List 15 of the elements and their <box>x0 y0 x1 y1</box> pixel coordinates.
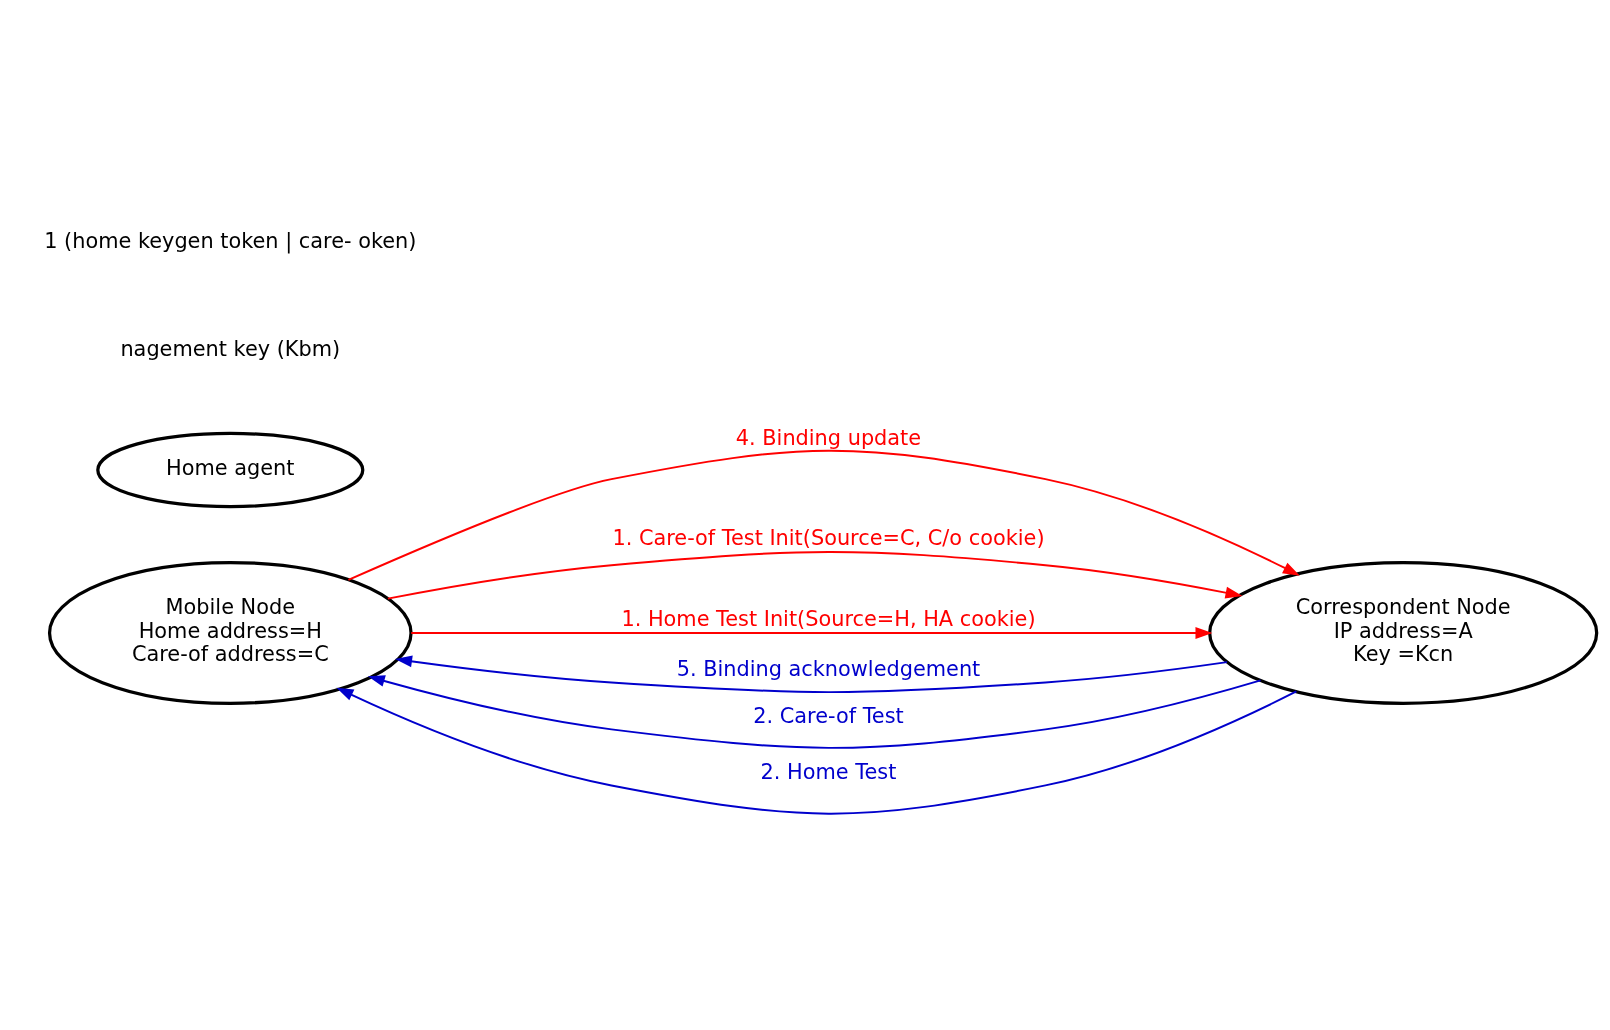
arrow <box>347 449 1300 581</box>
edge-label: 1. Home Test Init(Source=H, HA cookie) <box>621 606 1036 631</box>
arrow <box>410 626 1213 639</box>
node-ellipse: Home agent <box>96 431 365 508</box>
arrow <box>395 654 1228 693</box>
label: 1 (home keygen token | care- oken) <box>44 228 417 253</box>
arrow <box>336 687 1298 815</box>
edge-label: 2. Care-of Test <box>753 703 904 728</box>
label: nagement key (Kbm) <box>120 336 341 361</box>
edge-label: 1. Care-of Test Init(Source=C, C/o cookie) <box>612 525 1045 550</box>
edge-label: 5. Binding acknowledgement <box>676 656 981 681</box>
edge-label: 4. Binding update <box>735 425 922 450</box>
arrow <box>367 674 1262 749</box>
arrow <box>386 550 1243 600</box>
edge-label: 2. Home Test <box>760 759 897 784</box>
